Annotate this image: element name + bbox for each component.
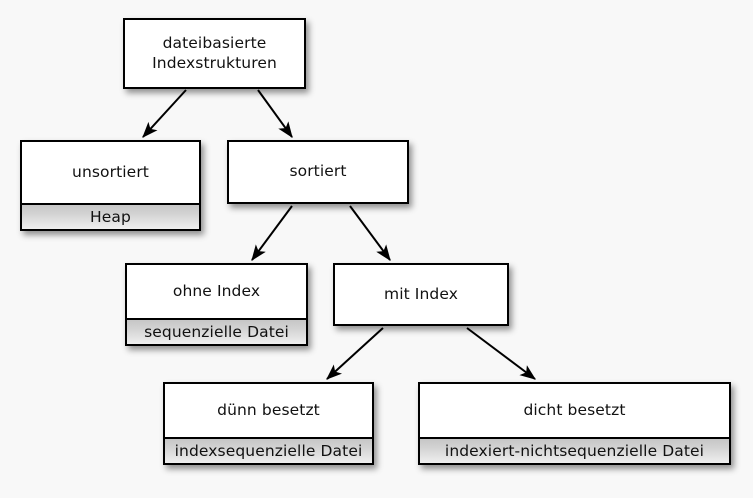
- node-root[interactable]: dateibasierte Indexstrukturen: [123, 18, 306, 89]
- node-dicht-besetzt-sublabel: indexiert-nichtsequenzielle Datei: [420, 437, 729, 463]
- edge-sortiert-to-ohne-index: [251, 205, 293, 261]
- edge-root-to-sortiert: [257, 89, 293, 138]
- node-duenn-besetzt-sublabel: indexsequenzielle Datei: [165, 437, 372, 463]
- node-root-label: dateibasierte Indexstrukturen: [125, 20, 304, 87]
- node-duenn-besetzt-label: dünn besetzt: [165, 384, 372, 437]
- edge-root-to-unsortiert: [142, 89, 187, 138]
- edge-mit-index-to-duenn: [326, 327, 384, 380]
- node-unsortiert-sublabel: Heap: [22, 203, 199, 229]
- node-mit-index-label: mit Index: [335, 265, 507, 324]
- node-unsortiert-label: unsortiert: [22, 142, 199, 203]
- node-ohne-index-label: ohne Index: [127, 265, 306, 318]
- node-mit-index[interactable]: mit Index: [333, 263, 509, 326]
- edge-mit-index-to-dicht: [466, 327, 536, 380]
- node-sortiert-label: sortiert: [229, 142, 407, 202]
- node-ohne-index-sublabel: sequenzielle Datei: [127, 318, 306, 344]
- node-sortiert[interactable]: sortiert: [227, 140, 409, 204]
- node-dicht-besetzt-label: dicht besetzt: [420, 384, 729, 437]
- edge-sortiert-to-mit-index: [349, 205, 391, 261]
